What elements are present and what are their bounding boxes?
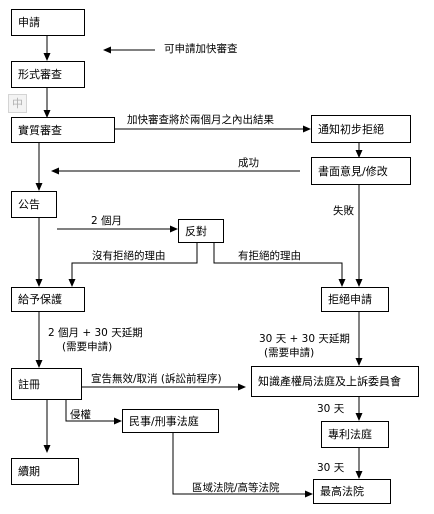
label-expedite-two-months: 加快審查將於兩個月之內出結果 [127, 114, 274, 126]
node-publish: 公告 [11, 191, 57, 218]
arrow-civil-to-supreme [172, 433, 313, 498]
label-extension-left-line1: 2 個月 + 30 天延期 [48, 327, 143, 339]
label-30-days-patent: 30 天 [317, 403, 345, 415]
label-invalidate-cancel: 宣告無效/取消 (訴訟前程序) [91, 373, 222, 385]
label-extension-left-line2: (需要申請) [62, 341, 113, 353]
node-register: 註冊 [11, 368, 82, 400]
arrow-oppose-has-reason [213, 243, 346, 287]
node-substantive-exam: 實質審查 [11, 117, 115, 143]
label-extension-right-line2: (需要申請) [264, 347, 315, 359]
label-no-rejection-reason: 沒有拒絕的理由 [92, 250, 166, 262]
node-ip-tribunal: 知識產權局法庭及上訴委員會 [251, 366, 419, 397]
arrow-register-to-civil [65, 400, 122, 425]
node-preliminary-rejection-notice: 通知初步拒絕 [311, 115, 411, 143]
node-renewal: 續期 [11, 458, 79, 485]
label-infringement: 侵權 [70, 409, 91, 421]
node-apply: 申請 [11, 9, 85, 36]
node-supreme-court: 最高法院 [313, 479, 391, 504]
label-30-days-supreme: 30 天 [317, 462, 345, 474]
label-has-rejection-reason: 有拒絕的理由 [238, 250, 301, 262]
node-patent-court: 專利法庭 [321, 421, 389, 448]
node-grant-protection: 給予保護 [11, 287, 85, 312]
label-fail: 失敗 [333, 205, 354, 217]
node-opposition: 反對 [178, 219, 224, 243]
label-expedite-available: 可申請加快審查 [164, 43, 238, 55]
node-reject-application: 拒絕申請 [321, 287, 389, 312]
ime-indicator: 中 [8, 94, 27, 113]
label-success: 成功 [238, 157, 259, 169]
node-formal-exam: 形式審查 [11, 61, 85, 88]
label-extension-right-line1: 30 天 + 30 天延期 [259, 333, 350, 345]
label-two-months: 2 個月 [91, 215, 123, 227]
arrow-oppose-no-reason [68, 243, 198, 287]
node-civil-criminal-court: 民事/刑事法庭 [122, 409, 219, 433]
label-district-high-court: 區域法院/高等法院 [192, 482, 280, 494]
node-written-opinion: 書面意見/修改 [311, 157, 411, 185]
